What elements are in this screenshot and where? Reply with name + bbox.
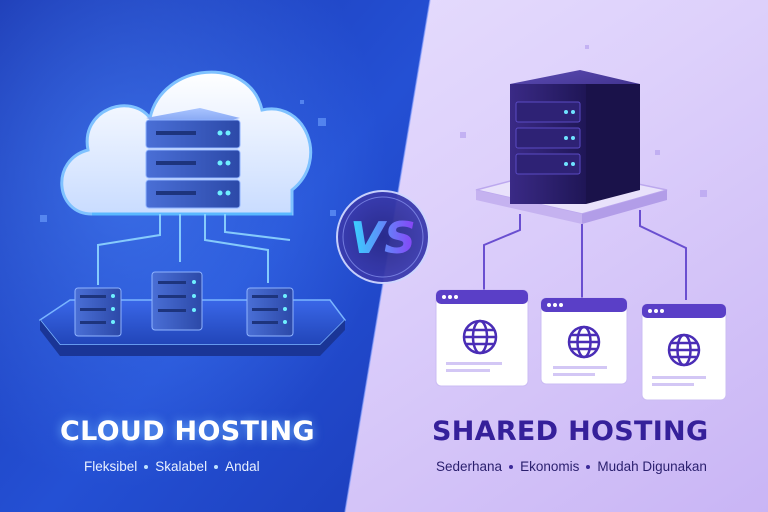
feature-label: Ekonomis xyxy=(520,459,580,474)
feature-label: Andal xyxy=(225,459,260,474)
bullet-separator xyxy=(509,464,514,469)
shared-hosting-title: SHARED HOSTING xyxy=(432,416,709,447)
feature-label: Mudah Digunakan xyxy=(597,459,707,474)
feature-label: Fleksibel xyxy=(84,459,138,474)
bullet-separator xyxy=(144,464,149,469)
globe-icon xyxy=(462,319,701,367)
vs-text: VS xyxy=(350,213,416,264)
server-rack-icon xyxy=(145,108,241,209)
feature-label: Sederhana xyxy=(436,459,503,474)
cloud-hosting-title: CLOUD HOSTING xyxy=(60,416,315,447)
bullet-separator xyxy=(586,464,591,469)
server-rack-icon xyxy=(74,271,294,337)
shared-hosting-features: Sederhana Ekonomis Mudah Digunakan xyxy=(436,459,707,474)
bullet-separator xyxy=(214,464,219,469)
vs-badge xyxy=(336,190,430,284)
cloud-hosting-features: Fleksibel Skalabel Andal xyxy=(84,459,260,474)
server-tower-icon xyxy=(475,70,668,224)
feature-label: Skalabel xyxy=(155,459,208,474)
